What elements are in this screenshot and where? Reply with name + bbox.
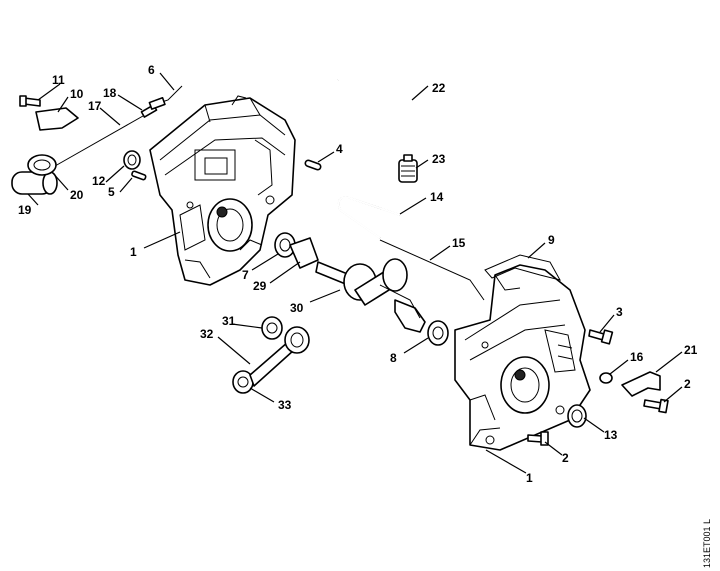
bushing-6 [148, 96, 166, 110]
document-id-text: 131ET001 L [702, 519, 712, 568]
callout-label-c12: 12 [92, 174, 106, 188]
needle-cage-31 [261, 316, 283, 340]
callout-label-c18: 18 [103, 86, 117, 100]
pin-4 [304, 159, 322, 171]
callout-label-c16: 16 [630, 350, 644, 364]
callout-label-c14: 14 [430, 190, 444, 204]
lever-19 [11, 171, 58, 195]
callout-label-c4: 4 [336, 142, 343, 156]
callout-label-c3: 3 [616, 305, 623, 319]
callout-label-c23: 23 [432, 152, 446, 166]
callout-label-c13: 13 [604, 428, 618, 442]
ring-20 [27, 154, 57, 176]
leader-lines [27, 72, 683, 474]
impulse-hose-14-inner [337, 196, 401, 239]
crankcase-left [149, 95, 296, 286]
callout-label-c19: 19 [18, 203, 32, 217]
seal-13 [567, 404, 587, 428]
seal-12 [123, 150, 141, 170]
callout-label-c21: 21 [684, 343, 698, 357]
rod-17 [47, 111, 151, 171]
crankshaft [315, 258, 426, 333]
gasket-9 [484, 254, 561, 281]
oil-hose-15 [379, 239, 485, 301]
callout-label-c33: 33 [278, 398, 292, 412]
callout-label-c11: 11 [52, 73, 65, 87]
callout-label-c31: 31 [222, 314, 236, 328]
callout-label-c32: 32 [200, 327, 214, 341]
callout-label-c17: 17 [88, 99, 102, 113]
callout-label-c15: 15 [452, 236, 466, 250]
pin-5 [131, 170, 147, 181]
callout-label-c10: 10 [70, 87, 84, 101]
fuel-hose-22-inner [337, 59, 414, 156]
screw-2-right [643, 398, 669, 414]
callout-label-c1a: 1 [130, 245, 137, 259]
callout-label-c2b: 2 [562, 451, 569, 465]
callout-label-c20: 20 [70, 188, 84, 202]
gasket-29 [289, 237, 319, 269]
screw-2-bottom [527, 431, 549, 446]
nut-16 [599, 372, 613, 384]
callout-label-c30: 30 [290, 301, 304, 315]
fuel-filter-23 [398, 154, 418, 183]
screw-11 [19, 95, 41, 107]
callout-label-c7: 7 [242, 268, 249, 282]
connecting-rod [232, 326, 310, 394]
bearing-8 [427, 320, 449, 346]
callout-label-c9: 9 [548, 233, 555, 247]
callout-label-c5: 5 [108, 185, 115, 199]
callout-label-c8: 8 [390, 351, 397, 365]
document-id: 131ET001 L [702, 519, 712, 568]
callout-label-c6: 6 [148, 63, 155, 77]
clip-10 [35, 107, 79, 131]
screw-3 [588, 329, 614, 345]
callout-label-c2a: 2 [684, 377, 691, 391]
callout-label-c1b: 1 [526, 471, 533, 485]
bracket-21 [621, 371, 661, 397]
callout-label-c22: 22 [432, 81, 446, 95]
callout-label-c29: 29 [253, 279, 267, 293]
crankcase-right [454, 264, 591, 451]
